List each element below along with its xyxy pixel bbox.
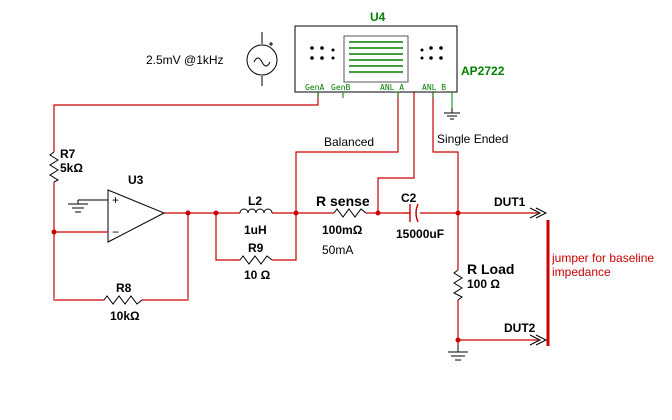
- r7-ref: R7: [60, 147, 76, 161]
- rload-resistor: [452, 262, 463, 301]
- rload-ref: R Load: [467, 261, 514, 277]
- ac-source-icon: [246, 32, 278, 86]
- jumper-label-line2: impedance: [552, 265, 611, 279]
- dut1-label: DUT1: [494, 195, 526, 209]
- l2-value: 1uH: [244, 223, 267, 237]
- r9-value: 10 Ω: [244, 268, 271, 282]
- rsense-current: 50mA: [322, 243, 353, 257]
- r9-resistor: [239, 255, 273, 265]
- opamp-ground-icon: [68, 199, 96, 213]
- r8-resistor: [54, 295, 188, 305]
- junctions: [51, 210, 461, 343]
- r8-value: 10kΩ: [110, 309, 140, 323]
- opamp-u3: [96, 189, 166, 243]
- r7-value: 5kΩ: [60, 161, 83, 175]
- pin-anl-b: ANL_B: [422, 83, 446, 92]
- analyzer-ref: U4: [370, 10, 386, 24]
- ground-icon: [448, 345, 468, 361]
- pin-anl-a: ANL_A: [380, 83, 404, 92]
- dut2-label: DUT2: [504, 321, 536, 335]
- r8-ref: R8: [116, 281, 132, 295]
- c2-value: 15000uF: [396, 227, 444, 241]
- balanced-label: Balanced: [324, 135, 374, 149]
- analyzer-u4: [294, 25, 460, 120]
- rload-value: 100 Ω: [467, 277, 500, 291]
- pin-genb: GenB: [331, 83, 350, 92]
- c2-ref: C2: [401, 191, 417, 205]
- jumper-label-line1: jumper for baseline: [551, 251, 654, 265]
- r7-resistor: [49, 151, 60, 183]
- rsense-ref: R sense: [316, 193, 370, 209]
- single-ended-label: Single Ended: [437, 132, 508, 146]
- l2-inductor: [239, 208, 273, 214]
- rsense-value: 100mΩ: [322, 223, 363, 237]
- analyzer-ground-icon: [444, 108, 460, 120]
- source-label: 2.5mV @1kHz: [146, 53, 224, 67]
- u3-ref: U3: [128, 173, 144, 187]
- dut2-arrow-icon: [529, 334, 548, 346]
- dut1-arrow-icon: [529, 207, 548, 219]
- r9-ref: R9: [248, 241, 264, 255]
- u3-minus: −: [112, 225, 119, 239]
- l2-ref: L2: [248, 194, 262, 208]
- analyzer-part: AP2722: [461, 64, 505, 78]
- c2-capacitor: [404, 203, 419, 223]
- pin-gena: GenA: [305, 83, 324, 92]
- u3-plus: +: [112, 193, 119, 207]
- rsense-resistor: [333, 208, 367, 218]
